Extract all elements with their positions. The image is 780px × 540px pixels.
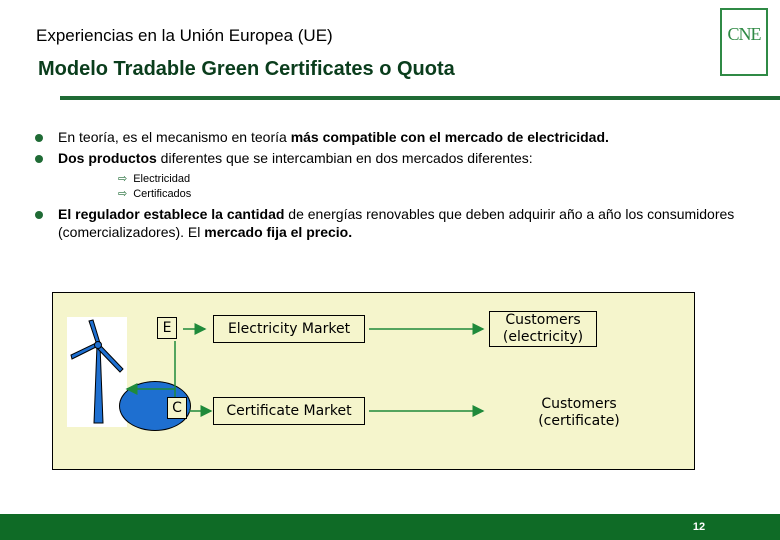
customers-certificate-box: Customers (certificate)	[529, 393, 629, 433]
sub-item-label: Electricidad	[133, 172, 191, 185]
bullet-1-part-1: En teoría, es el mecanismo en teoría	[58, 129, 291, 145]
cne-logo: CNE	[720, 8, 768, 76]
electricity-market-box: Electricity Market	[213, 315, 365, 343]
slide-title: Modelo Tradable Green Certificates o Quo…	[38, 58, 455, 80]
wind-turbine-icon	[70, 319, 124, 424]
certificate-market-box: Certificate Market	[213, 397, 365, 425]
customers-electricity-box: Customers (electricity)	[489, 311, 597, 347]
bullet-3-text: El regulador establece la cantidad de en…	[58, 205, 748, 241]
diagram-connectors	[125, 323, 485, 417]
bullet-1-text: En teoría, es el mecanismo en teoría más…	[58, 128, 758, 146]
bullet-2-part-1: Dos productos	[58, 150, 157, 166]
footer-bar	[0, 514, 780, 540]
bullet-3-part-3: mercado fija el precio.	[204, 224, 353, 240]
market-diagram: E C Electricity Market Certificate Marke…	[52, 292, 695, 470]
c-box: C	[167, 397, 187, 419]
sub-item-certificados: ⇨ Certificados	[118, 187, 192, 201]
sub-item-electricidad: ⇨ Electricidad	[118, 172, 191, 186]
title-divider	[60, 96, 780, 100]
bullet-dot	[35, 134, 43, 142]
slide-supertitle: Experiencias en la Unión Europea (UE)	[36, 26, 333, 45]
sub-item-label: Certificados	[133, 187, 192, 200]
hollow-arrow-icon: ⇨	[118, 188, 128, 200]
e-box: E	[157, 317, 177, 339]
bullet-2-text: Dos productos diferentes que se intercam…	[58, 149, 758, 167]
page-number: 12	[692, 521, 706, 533]
bullet-dot	[35, 155, 43, 163]
hollow-arrow-icon: ⇨	[118, 173, 128, 185]
bullet-2-part-2: diferentes que se intercambian en dos me…	[156, 150, 533, 166]
bullet-dot	[35, 211, 43, 219]
bullet-1-part-2: más compatible con el mercado de electri…	[290, 129, 609, 145]
wind-turbine-image	[67, 317, 127, 427]
bullet-3-part-2: de energías renovables que deben adquiri…	[58, 206, 735, 240]
logo-text: CNE	[727, 24, 762, 44]
bullet-3-part-1: El regulador establece la cantidad	[58, 206, 285, 222]
